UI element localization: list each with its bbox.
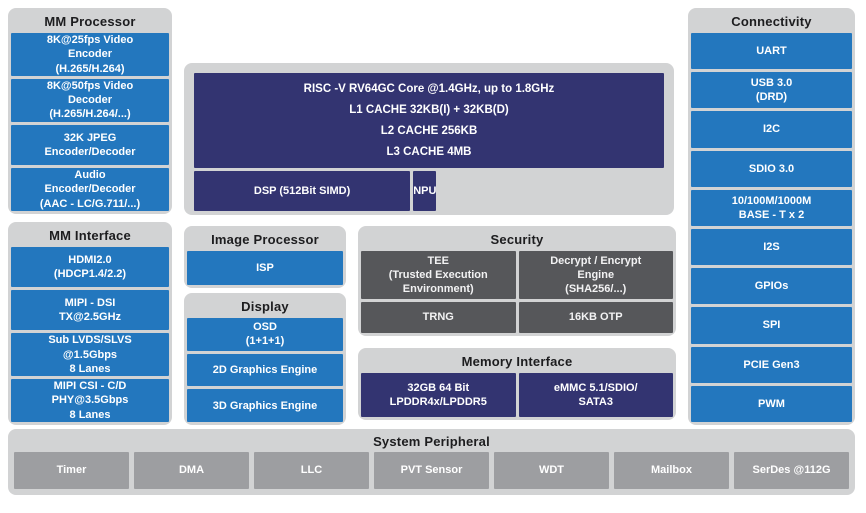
block-timer: Timer	[14, 452, 129, 489]
panel-title-display: Display	[241, 299, 289, 314]
block-emmc-sdio-sata: eMMC 5.1/SDIO/ SATA3	[518, 373, 673, 417]
panel-connectivity: Connectivity UART USB 3.0 (DRD) I2C SDIO…	[688, 8, 855, 425]
block-llc: LLC	[254, 452, 369, 489]
cpu-l1-line: L1 CACHE 32KB(I) + 32KB(D)	[349, 104, 509, 116]
block-mipi-dsi: MIPI - DSI TX@2.5GHz	[11, 290, 169, 331]
block-i2c: I2C	[691, 111, 852, 148]
block-sdio: SDIO 3.0	[691, 150, 852, 187]
block-ethernet: 10/100M/1000M BASE - T x 2	[691, 189, 852, 227]
block-serdes: SerDes @112G	[734, 452, 849, 489]
block-dma: DMA	[134, 452, 249, 489]
panel-title-mm-processor: MM Processor	[44, 14, 136, 29]
panel-title-memory-interface: Memory Interface	[461, 354, 573, 369]
block-hdmi: HDMI2.0 (HDCP1.4/2.2)	[11, 247, 169, 288]
block-osd: OSD (1+1+1)	[187, 318, 343, 351]
block-3d-graphics-engine: 3D Graphics Engine	[187, 389, 343, 423]
panel-system-peripheral: System Peripheral Timer DMA LLC PVT Sens…	[8, 429, 855, 495]
panel-security: Security TEE (Trusted Execution Environm…	[358, 226, 676, 336]
panel-title-security: Security	[490, 232, 544, 247]
block-pvt-sensor: PVT Sensor	[374, 452, 489, 489]
block-wdt: WDT	[494, 452, 609, 489]
block-jpeg-codec: 32K JPEG Encoder/Decoder	[11, 124, 169, 166]
panel-mm-interface: MM Interface HDMI2.0 (HDCP1.4/2.2) MIPI …	[8, 222, 172, 425]
block-gpios: GPIOs	[691, 268, 852, 305]
block-mipi-csi: MIPI CSI - C/D PHY@3.5Gbps 8 Lanes	[11, 379, 169, 422]
panel-display: Display OSD (1+1+1) 2D Graphics Engine 3…	[184, 293, 346, 425]
block-8k-video-encoder: 8K@25fps Video Encoder (H.265/H.264)	[11, 33, 169, 76]
memory-interface-cells: 32GB 64 Bit LPDDR4x/LPDDR5 eMMC 5.1/SDIO…	[358, 373, 676, 420]
block-lpddr: 32GB 64 Bit LPDDR4x/LPDDR5	[361, 373, 516, 417]
block-riscv-core: RISC -V RV64GC Core @1.4GHz, up to 1.8GH…	[194, 73, 664, 168]
panel-title-system-peripheral: System Peripheral	[373, 434, 490, 449]
block-sub-lvds: Sub LVDS/SLVS @1.5Gbps 8 Lanes	[11, 333, 169, 377]
cpu-l2-line: L2 CACHE 256KB	[380, 125, 478, 137]
block-8k-video-decoder: 8K@50fps Video Decoder (H.265/H.264/...)	[11, 78, 169, 122]
cpu-l3-line: L3 CACHE 4MB	[386, 146, 472, 158]
block-mailbox: Mailbox	[614, 452, 729, 489]
image-processor-cells: ISP	[184, 251, 346, 288]
panel-title-image-processor: Image Processor	[211, 232, 319, 247]
block-npu: NPU	[413, 171, 437, 211]
block-audio-codec: Audio Encoder/Decoder (AAC - LC/G.711/..…	[11, 168, 169, 211]
block-usb3: USB 3.0 (DRD)	[691, 72, 852, 109]
mm-processor-cells: 8K@25fps Video Encoder (H.265/H.264) 8K@…	[8, 33, 172, 214]
panel-mm-processor: MM Processor 8K@25fps Video Encoder (H.2…	[8, 8, 172, 214]
cpu-inner: RISC -V RV64GC Core @1.4GHz, up to 1.8GH…	[184, 63, 674, 215]
block-spi: SPI	[691, 307, 852, 344]
display-cells: OSD (1+1+1) 2D Graphics Engine 3D Graphi…	[184, 318, 346, 425]
security-cells: TEE (Trusted Execution Environment) Decr…	[358, 251, 676, 336]
block-i2s: I2S	[691, 229, 852, 266]
block-trng: TRNG	[361, 302, 516, 333]
cpu-coprocessor-row: DSP (512Bit SIMD) NPU	[194, 171, 664, 211]
block-uart: UART	[691, 33, 852, 70]
block-isp: ISP	[187, 251, 343, 285]
panel-title-mm-interface: MM Interface	[49, 228, 131, 243]
cpu-core-line: RISC -V RV64GC Core @1.4GHz, up to 1.8GH…	[303, 83, 555, 95]
connectivity-cells: UART USB 3.0 (DRD) I2C SDIO 3.0 10/100M/…	[688, 33, 855, 425]
panel-memory-interface: Memory Interface 32GB 64 Bit LPDDR4x/LPD…	[358, 348, 676, 420]
block-otp: 16KB OTP	[518, 302, 673, 333]
block-pcie: PCIE Gen3	[691, 346, 852, 383]
panel-title-connectivity: Connectivity	[731, 14, 812, 29]
system-peripheral-cells: Timer DMA LLC PVT Sensor WDT Mailbox Ser…	[8, 452, 855, 495]
block-pwm: PWM	[691, 385, 852, 423]
panel-cpu-complex: RISC -V RV64GC Core @1.4GHz, up to 1.8GH…	[184, 63, 674, 215]
block-crypto-engine: Decrypt / Encrypt Engine (SHA256/...)	[518, 251, 673, 300]
panel-image-processor: Image Processor ISP	[184, 226, 346, 288]
mm-interface-cells: HDMI2.0 (HDCP1.4/2.2) MIPI - DSI TX@2.5G…	[8, 247, 172, 425]
block-tee: TEE (Trusted Execution Environment)	[361, 251, 516, 300]
block-dsp: DSP (512Bit SIMD)	[194, 171, 411, 211]
block-2d-graphics-engine: 2D Graphics Engine	[187, 353, 343, 387]
